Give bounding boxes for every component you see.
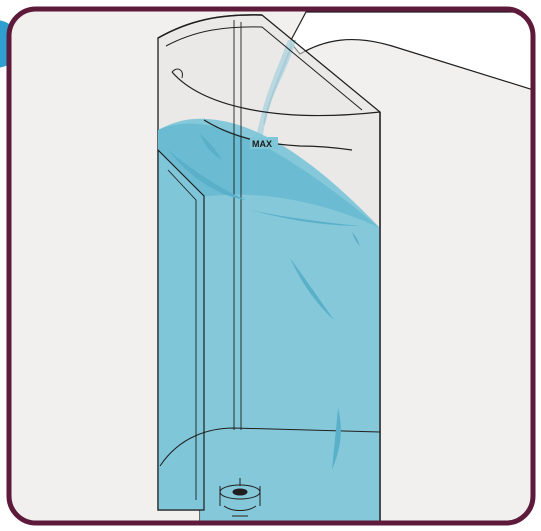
tank-handle [158,150,204,510]
max-label: MAX [252,139,272,149]
